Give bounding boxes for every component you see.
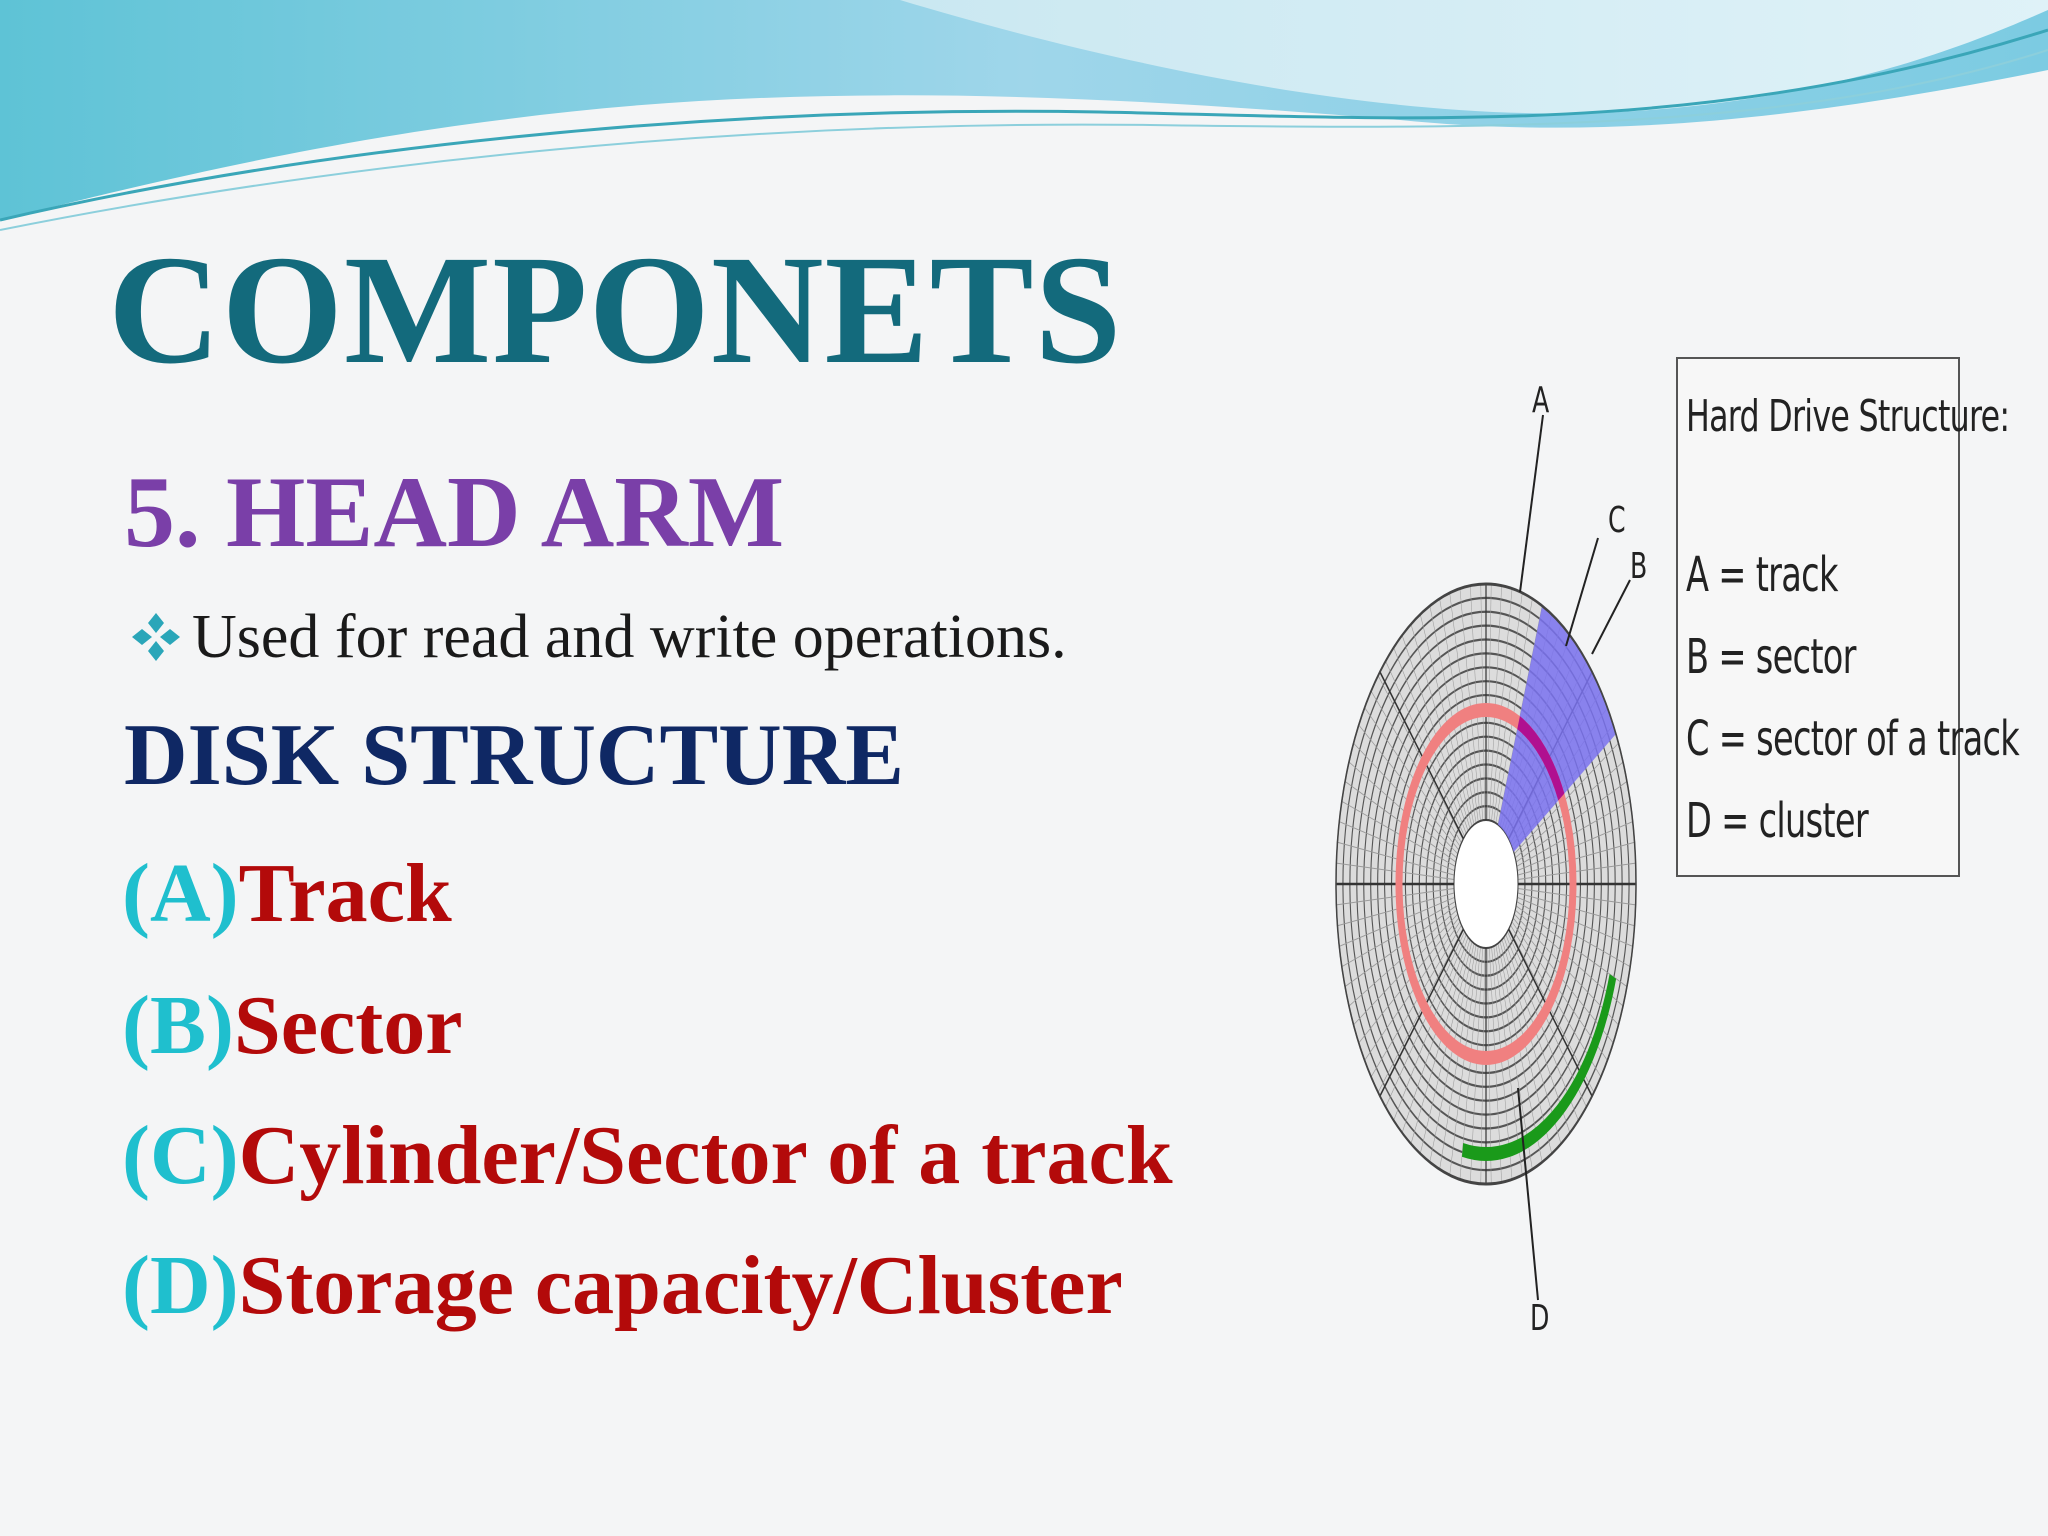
header-wave-decoration bbox=[0, 0, 2048, 231]
list-item-b: (B)Sector bbox=[122, 984, 463, 1068]
slide-subtitle: 5. HEAD ARM bbox=[124, 456, 785, 569]
item-text: Sector bbox=[233, 979, 463, 1072]
legend-line-a: A = track bbox=[1686, 547, 1838, 603]
legend-box: Hard Drive Structure: A = track B = sect… bbox=[1676, 357, 2020, 877]
item-tag: (B) bbox=[122, 979, 234, 1072]
item-tag: (C) bbox=[122, 1109, 239, 1202]
label-b: B bbox=[1630, 546, 1647, 588]
disk-structure-diagram: A C B D bbox=[1335, 380, 1647, 1340]
legend-line-c: C = sector of a track bbox=[1686, 711, 2020, 767]
list-item-a: (A)Track bbox=[122, 852, 452, 936]
bullet-item: Used for read and write operations. bbox=[128, 606, 1067, 668]
sector-of-track-c-highlight bbox=[1517, 716, 1565, 801]
legend-line-d: D = cluster bbox=[1686, 793, 1869, 849]
label-a: A bbox=[1532, 380, 1549, 422]
item-text: Cylinder/Sector of a track bbox=[238, 1109, 1173, 1202]
item-text: Track bbox=[238, 847, 452, 940]
slide-title: COMPONETS bbox=[108, 223, 1123, 396]
legend-title: Hard Drive Structure: bbox=[1686, 391, 2010, 442]
label-c: C bbox=[1608, 500, 1626, 542]
label-d: D bbox=[1530, 1298, 1549, 1340]
cluster-d-highlight bbox=[1461, 973, 1617, 1161]
legend-line-b: B = sector bbox=[1686, 629, 1856, 685]
track-a-highlight bbox=[1395, 703, 1577, 1065]
bullet-text: Used for read and write operations. bbox=[192, 603, 1067, 671]
item-tag: (D) bbox=[122, 1239, 239, 1332]
list-item-c: (C)Cylinder/Sector of a track bbox=[122, 1114, 1173, 1198]
item-text: Storage capacity/Cluster bbox=[238, 1239, 1123, 1332]
diamond-bullet-icon bbox=[132, 613, 180, 661]
item-tag: (A) bbox=[122, 847, 239, 940]
sector-b-highlight bbox=[1497, 605, 1616, 852]
section-heading: DISK STRUCTURE bbox=[124, 707, 904, 804]
list-item-d: (D)Storage capacity/Cluster bbox=[122, 1244, 1123, 1328]
